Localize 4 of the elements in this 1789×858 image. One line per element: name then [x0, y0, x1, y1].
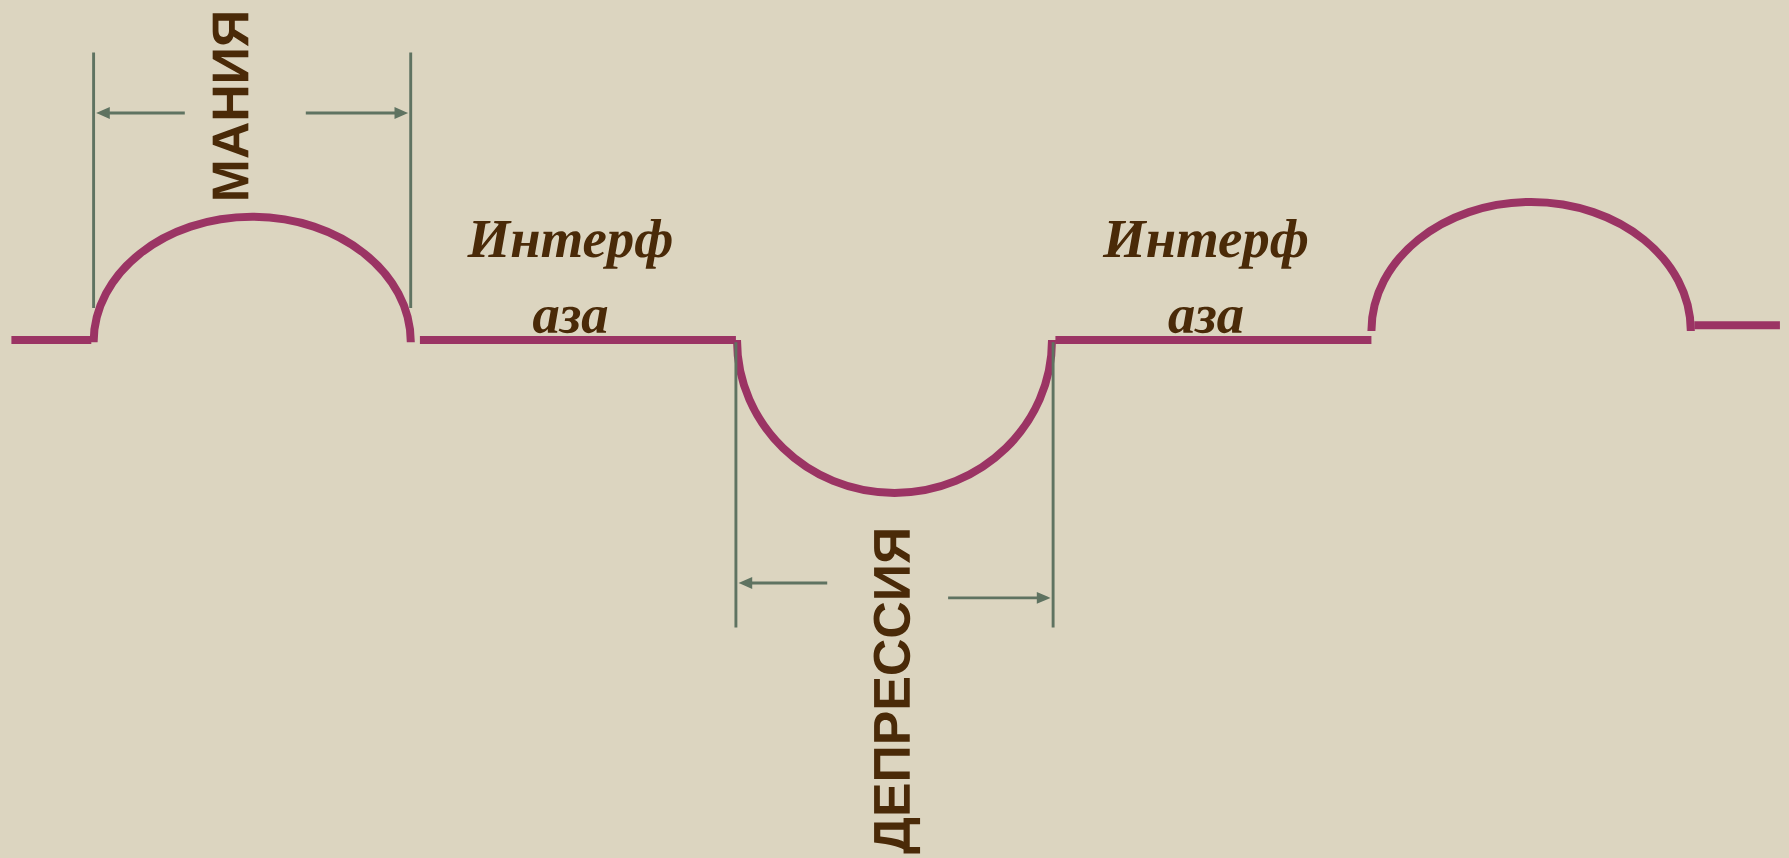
rotated-label: ДЕПРЕССИЯ [873, 530, 921, 854]
phase-label: Интерф аза [1102, 218, 1308, 334]
phase-label: Интерф аза [467, 218, 672, 334]
rotated-label: МАНИЯ [212, 13, 249, 199]
